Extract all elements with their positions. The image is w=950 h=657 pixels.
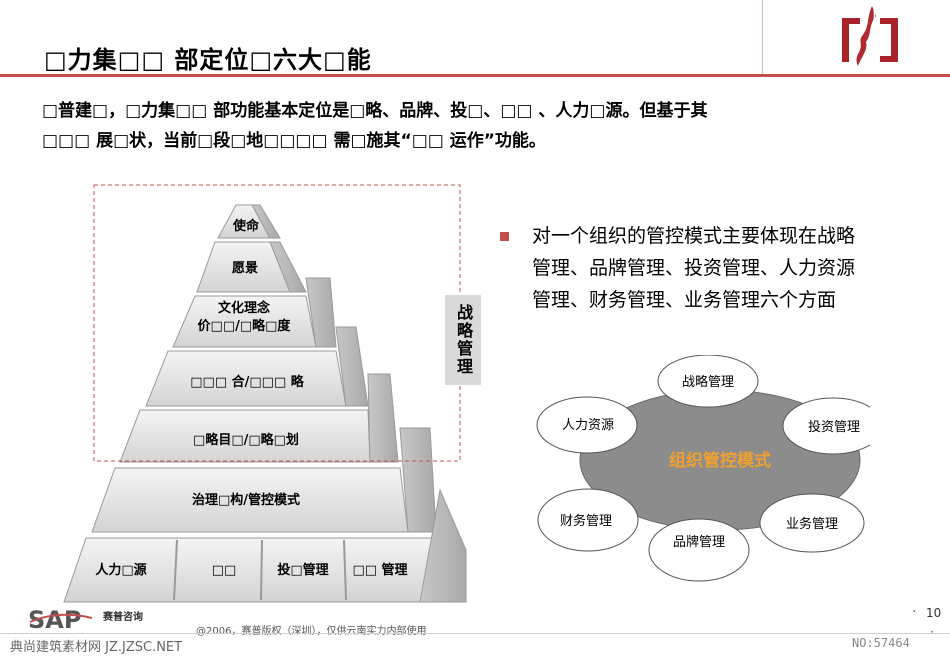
pyramid-label-5: □略目□/□略□划: [193, 432, 299, 448]
pyramid-level-4-side: [335, 326, 369, 407]
pyramid-label-3a: 文化理念: [218, 300, 270, 316]
org-node-investment: [782, 397, 870, 455]
watermark-left: 典尚建筑素材网 JZ.JZSC.NET: [10, 640, 183, 655]
pyramid-level-3-side: [305, 277, 337, 348]
org-node-brand: [648, 518, 750, 582]
footer-logo-cn: 赛普咨询: [102, 610, 143, 623]
intro-paragraph: □普建□，□力集□□ 部功能基本定位是□略、品牌、投□、□□ 、人力□源。但基于…: [42, 96, 902, 156]
bullet-line-1: 对一个组织的管控模式主要体现在战略: [532, 225, 856, 247]
org-control-diagram: 组织管控模式 战略管理 投资管理 业务管理 品牌管理 财务管理 人力资源: [536, 355, 870, 582]
intro-line-2: □□□ 展□状，当前□段□地□□□□ 需□施其“□□ 运作”功能。: [42, 131, 546, 151]
pyramid-base-label-1: 人力□源: [95, 562, 146, 578]
org-node-strategy: [657, 355, 759, 408]
org-node-finance: [537, 488, 639, 552]
org-node-brand-label: 品牌管理: [673, 534, 725, 550]
org-node-finance-label: 财务管理: [560, 513, 612, 529]
pyramid-label-4: □□□ 合/□□□ 略: [190, 374, 304, 390]
page-title: □力集□□ 部定位□六大□能: [44, 46, 372, 74]
pyramid-level-5-side: [367, 373, 399, 463]
pyramid-level-1-side: [251, 204, 281, 239]
title-divider: [0, 74, 950, 77]
org-node-hr: [536, 396, 638, 454]
pyramid-base-label-2: □□: [212, 563, 237, 578]
pyramid-label-1: 使命: [232, 218, 260, 234]
bullet-line-2: 管理、品牌管理、投资管理、人力资源: [532, 257, 856, 279]
strategy-side-label-text: 战略管理: [454, 304, 473, 376]
pyramid-base-side: [419, 488, 467, 603]
org-node-business: [759, 493, 865, 553]
bullet-text: 对一个组织的管控模式主要体现在战略 管理、品牌管理、投资管理、人力资源 管理、财…: [532, 220, 917, 316]
strategy-side-label: 战略管理: [445, 295, 481, 385]
footer-copyright: @2006，赛普版权（深圳），仅供云南实力内部使用: [196, 626, 427, 637]
page-number: 10: [926, 606, 942, 620]
org-center-label: 组织管控模式: [669, 450, 771, 471]
footer-logo: SAP 赛普咨询: [28, 606, 143, 634]
pyramid-base-divider-3: [343, 539, 347, 601]
pyramid-base-label-4: □□ 管理: [352, 562, 407, 578]
pyramid-label-3b: 价□□/□略□度: [198, 318, 292, 334]
pyramid-base-divider-1: [173, 539, 178, 601]
bullet-line-3: 管理、财务管理、业务管理六个方面: [532, 289, 837, 311]
pyramid-level-2-side: [269, 241, 307, 293]
watermark-right: NO:57464: [852, 636, 910, 650]
org-node-business-label: 业务管理: [786, 516, 838, 532]
pyramid-base-divider-2: [260, 539, 263, 601]
intro-line-1: □普建□，□力集□□ 部功能基本定位是□略、品牌、投□、□□ 、人力□源。但基于…: [42, 101, 708, 121]
pyramid-label-2: 愿景: [232, 261, 258, 276]
pyramid-diagram: 使命 愿景 文化理念 价□□/□略□度 □□□ 合/□□□ 略 □略目□/□略□…: [63, 184, 467, 603]
footer-logo-swoosh-icon: [29, 613, 93, 623]
org-node-investment-label: 投资管理: [808, 419, 860, 435]
org-node-strategy-label: 战略管理: [682, 374, 734, 390]
brand-logo-icon: [842, 6, 898, 66]
footer-dot-icon-2: ·: [930, 625, 934, 639]
pyramid-label-6: 治理□构/管控模式: [192, 492, 300, 508]
footer-dot-icon: ·: [912, 604, 917, 620]
org-node-hr-label: 人力资源: [562, 418, 614, 433]
pyramid-base-label-3: 投□管理: [277, 562, 328, 578]
logo-divider: [762, 0, 763, 74]
footer-divider: [0, 633, 950, 634]
bullet-square-icon: [500, 232, 509, 241]
